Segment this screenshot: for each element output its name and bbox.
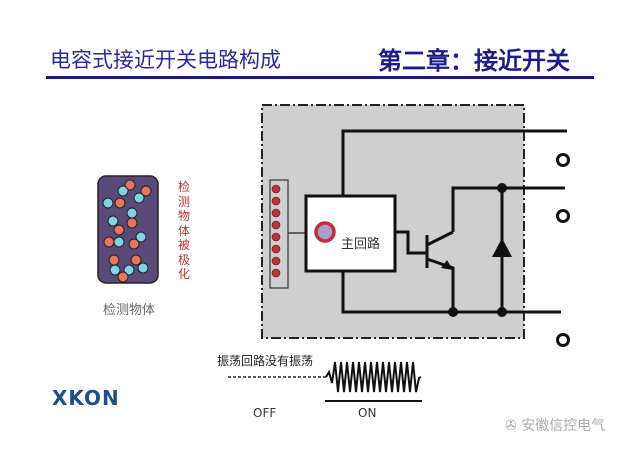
diode-icon bbox=[492, 238, 512, 257]
oscillation-label: 振荡回路没有振荡 bbox=[217, 354, 314, 368]
watermark: ✇ 安徽信控电气 bbox=[505, 415, 605, 435]
off-label: OFF bbox=[253, 406, 277, 420]
sensing-electrode bbox=[269, 179, 306, 289]
junction-dots bbox=[448, 183, 507, 317]
on-label: ON bbox=[358, 406, 377, 420]
oscillator-icon bbox=[314, 221, 336, 243]
company-logo: XKON bbox=[52, 386, 120, 410]
slide-title: 电容式接近开关电路构成 bbox=[50, 48, 281, 72]
wechat-icon: ✇ bbox=[505, 418, 522, 434]
oscillation-waveform bbox=[325, 361, 422, 393]
transistor-emitter-arrow bbox=[441, 260, 453, 270]
output-terminals bbox=[556, 153, 570, 347]
wiring bbox=[341, 129, 567, 314]
chapter-title: 第二章：接近开关 bbox=[378, 47, 570, 75]
watermark-text: 安徽信控电气 bbox=[521, 418, 606, 434]
detected-object-label: 检测物体 bbox=[103, 303, 156, 318]
title-divider bbox=[46, 76, 594, 79]
polarized-note: 检测物体被极化 bbox=[177, 180, 190, 281]
detected-object bbox=[97, 175, 159, 284]
main-circuit-label: 主回路 bbox=[341, 237, 381, 252]
